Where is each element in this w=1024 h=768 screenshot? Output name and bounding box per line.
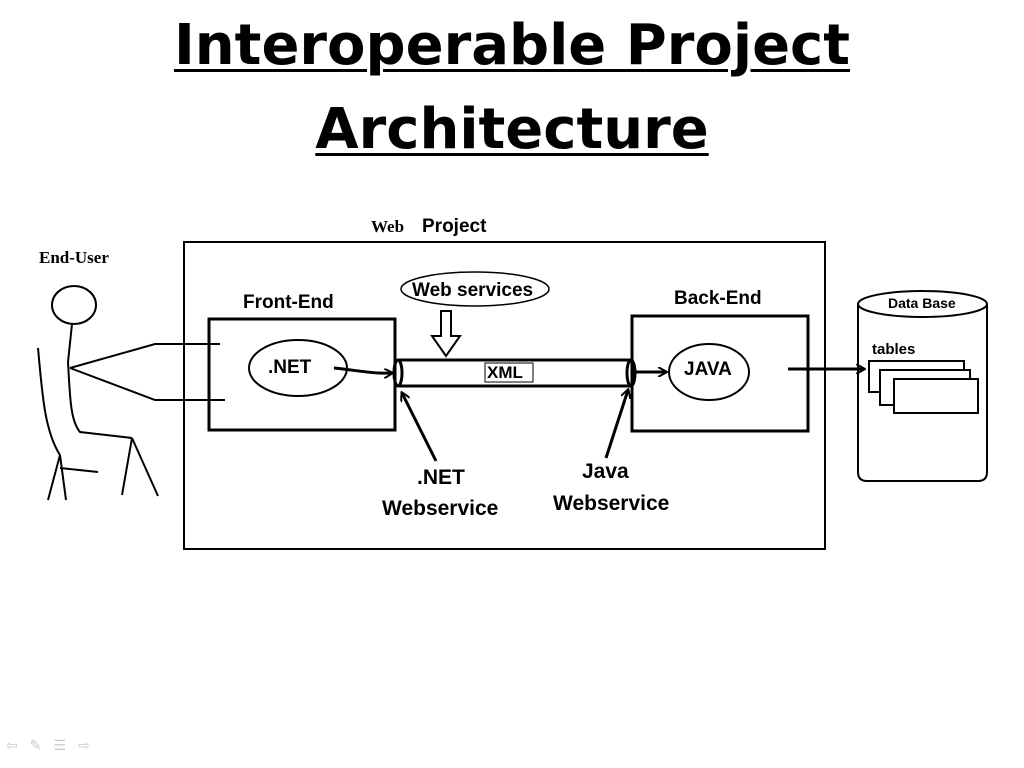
back-end-label: Back-End <box>674 288 762 309</box>
user-head <box>51 285 97 325</box>
user-leg-back <box>131 437 159 497</box>
java-webservice-label-line2: Webservice <box>553 492 669 515</box>
xml-label-box <box>484 362 534 383</box>
front-end-label: Front-End <box>243 292 334 313</box>
back-end-box <box>630 314 810 433</box>
database-cylinder <box>857 290 988 482</box>
xml-pipe <box>392 358 637 388</box>
web-label: Web <box>371 217 404 236</box>
java-ellipse <box>668 343 750 401</box>
title-line-1: Interoperable Project <box>0 16 1024 76</box>
chair-back <box>37 347 61 456</box>
menu-icon[interactable]: ☰ <box>53 738 67 754</box>
user-neck <box>67 323 73 363</box>
title-text-1: Interoperable Project <box>173 13 851 78</box>
net-webservice-pointer-arrow <box>402 393 438 462</box>
project-label: Project <box>422 216 487 237</box>
slide-nav: ⇦ ✎ ☰ ⇨ <box>6 738 90 754</box>
end-user-label: End-User <box>39 248 109 267</box>
xml-label: XML <box>487 363 523 382</box>
user-leg-front <box>121 437 133 496</box>
user-back <box>67 361 133 439</box>
java-webservice-label-line1: Java <box>582 460 629 483</box>
web-services-down-arrow <box>430 310 462 358</box>
web-project-frame <box>183 241 826 550</box>
tables-label: tables <box>872 341 915 358</box>
pen-icon[interactable]: ✎ <box>29 738 42 754</box>
end-user-figure <box>37 285 225 501</box>
web-services-label: Web services <box>412 280 533 301</box>
chair-seat <box>47 454 99 501</box>
arrow-right-icon[interactable]: ⇨ <box>78 738 90 754</box>
database-label: Data Base <box>888 295 956 311</box>
user-arms <box>69 343 225 401</box>
title-line-2: Architecture <box>0 100 1024 160</box>
database-tables <box>868 360 979 414</box>
arrow-left-icon[interactable]: ⇦ <box>6 738 18 754</box>
net-webservice-label-line1: .NET <box>417 466 465 489</box>
net-webservice-label-line2: Webservice <box>382 497 498 520</box>
net-to-pipe-arrow <box>333 366 392 373</box>
net-label: .NET <box>268 357 312 378</box>
java-label: JAVA <box>684 359 732 380</box>
web-services-ellipse <box>400 271 550 307</box>
title-text-2: Architecture <box>315 97 709 162</box>
java-webservice-pointer-arrow <box>604 390 628 459</box>
